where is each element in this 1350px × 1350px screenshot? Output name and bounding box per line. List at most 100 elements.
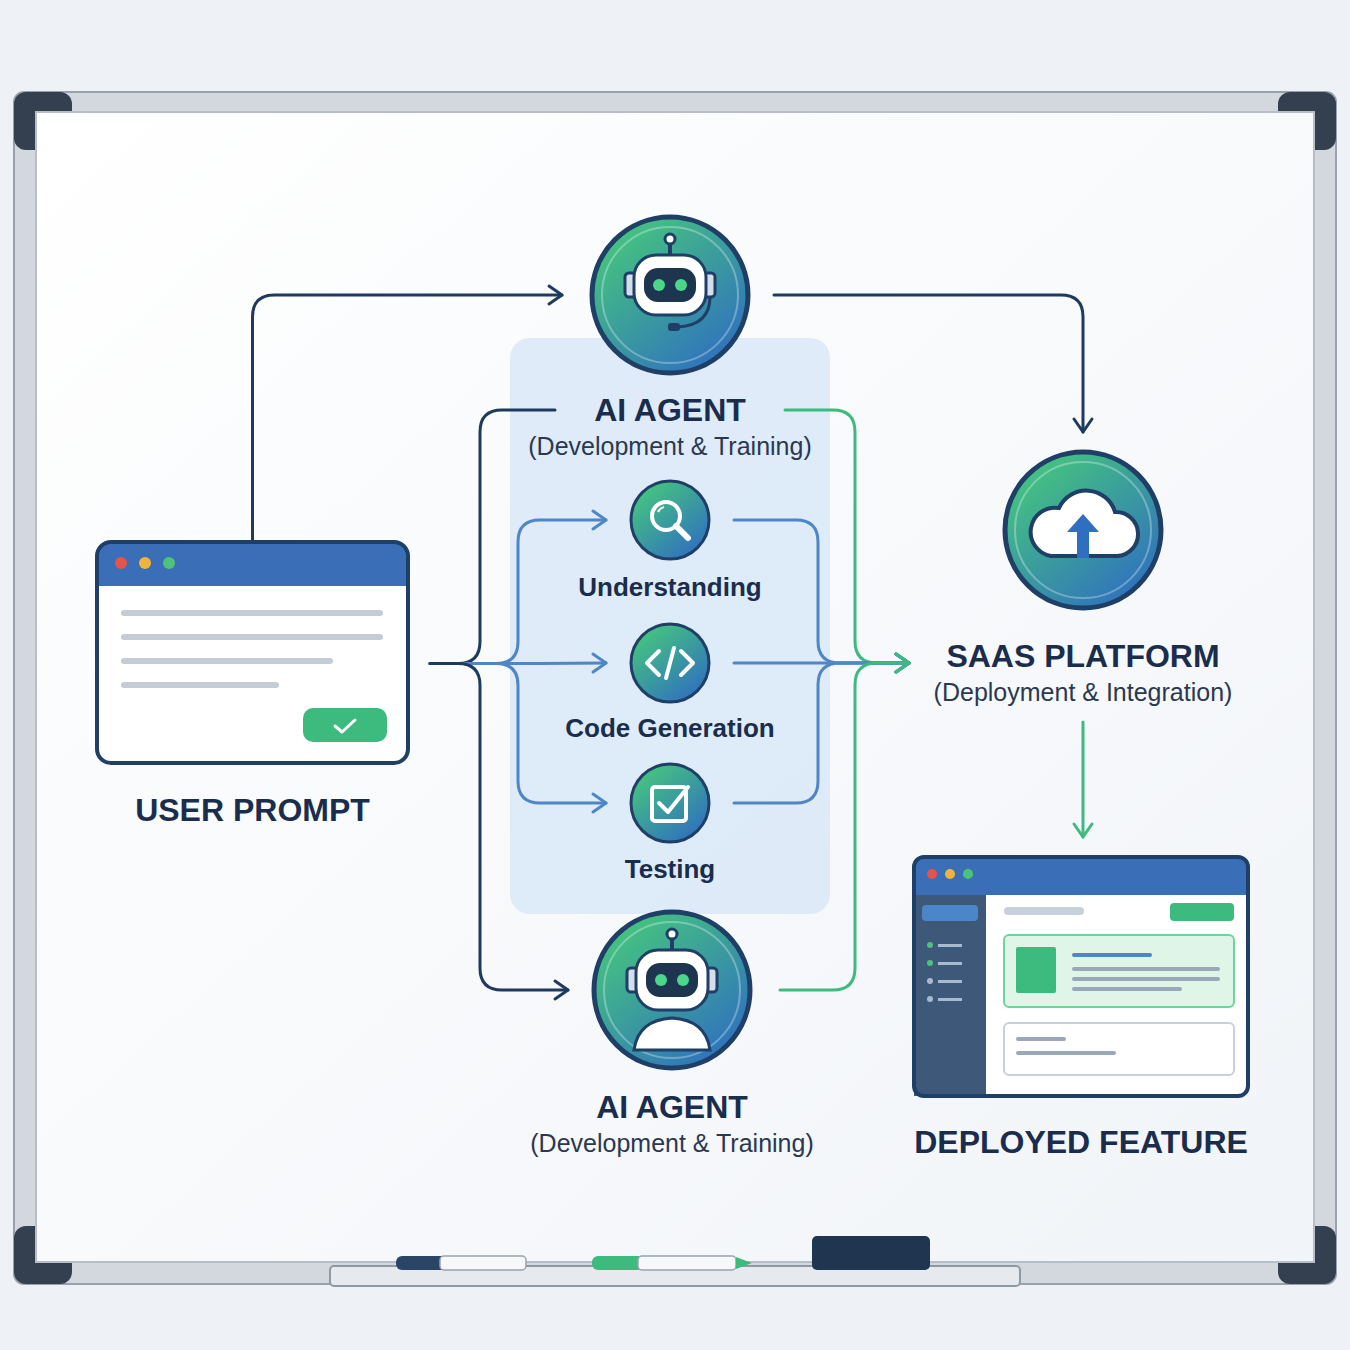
icon-shape <box>655 974 667 986</box>
connector-line <box>430 664 568 991</box>
icon-shape <box>631 764 709 842</box>
node-subtitle: (Deployment & Integration) <box>863 676 1303 708</box>
connector <box>774 295 1092 432</box>
icon-shape <box>1004 935 1234 1007</box>
marker-body <box>638 1256 736 1270</box>
connector <box>734 654 909 672</box>
node-caption: USER PROMPT <box>33 790 473 830</box>
icon-shape <box>677 974 689 986</box>
node-caption: Testing <box>520 853 820 885</box>
arrow-head <box>1074 419 1092 432</box>
arrow-head <box>896 654 909 672</box>
icon-shape <box>914 857 1248 1096</box>
board-frame <box>14 92 1336 1284</box>
node-box: USER PROMPT <box>95 540 410 765</box>
icon-shape <box>1072 967 1220 971</box>
icon-shape <box>644 268 696 302</box>
icon-shape <box>667 929 677 939</box>
arrow-head <box>896 654 909 672</box>
icon-shape <box>590 908 754 1072</box>
icon-shape <box>628 621 712 705</box>
icon-shape <box>588 213 752 377</box>
icon-shape <box>163 557 175 569</box>
icon-shape <box>97 542 408 763</box>
connector <box>253 286 563 540</box>
icon-shape <box>592 217 748 373</box>
icon-shape <box>335 720 355 732</box>
node-caption: SAAS PLATFORM(Deployment & Integration) <box>863 636 1303 708</box>
node-title: USER PROMPT <box>33 790 473 830</box>
node-box: Testing <box>628 761 712 845</box>
icon-shape <box>634 255 706 315</box>
node-box: Understanding <box>628 478 712 562</box>
icon-shape <box>665 234 675 244</box>
icon-shape <box>604 922 740 1058</box>
icon-shape <box>914 879 1248 895</box>
node-box: SAAS PLATFORM(Deployment & Integration) <box>1001 448 1165 612</box>
icon-shape <box>1004 907 1084 915</box>
icon-shape <box>668 323 680 331</box>
node-subtitle: (Development & Training) <box>450 430 890 462</box>
icon-shape <box>1004 1023 1234 1075</box>
icon-shape <box>678 297 710 327</box>
icon-shape <box>659 787 688 812</box>
arrow-head <box>896 654 909 672</box>
icon-shape <box>1015 462 1151 598</box>
icon-shape <box>647 648 693 678</box>
arrow-head <box>593 794 606 812</box>
node-caption: AI AGENT(Development & Training) <box>450 390 890 462</box>
icon-shape <box>1170 903 1234 921</box>
icon-shape <box>1016 1037 1066 1041</box>
icon-shape <box>628 761 712 845</box>
node-title: Code Generation <box>520 712 820 744</box>
icon-shape <box>1067 514 1099 558</box>
icon-shape <box>121 610 383 616</box>
icon-shape <box>653 279 665 291</box>
node-caption: Understanding <box>520 571 820 603</box>
board-surface <box>36 112 1314 1262</box>
node-title: Understanding <box>520 571 820 603</box>
icon-shape <box>1016 1051 1116 1055</box>
icon-shape <box>912 855 1250 1098</box>
node-title: SAAS PLATFORM <box>863 636 1303 676</box>
icon-shape <box>139 557 151 569</box>
arrow-head <box>549 286 562 304</box>
connector-line <box>774 295 1083 432</box>
arrow-head <box>1074 824 1092 837</box>
connector <box>1074 722 1092 837</box>
icon-shape <box>121 634 383 640</box>
icon-shape <box>914 857 1248 1096</box>
node-title: AI AGENT <box>450 390 890 430</box>
node-subtitle: (Development & Training) <box>452 1127 892 1159</box>
icon-shape <box>914 895 986 1096</box>
icon-shape <box>97 568 408 586</box>
marker-tip <box>736 1257 752 1269</box>
node-title: Testing <box>520 853 820 885</box>
icon-shape <box>115 557 127 569</box>
eraser <box>812 1236 930 1270</box>
icon-shape <box>675 279 687 291</box>
icon-shape <box>927 996 933 1002</box>
icon-shape <box>927 942 933 948</box>
icon-shape <box>95 540 410 765</box>
node-box: AI AGENT(Development & Training) <box>590 908 754 1072</box>
icon-shape <box>927 960 933 966</box>
icon-shape <box>97 542 408 586</box>
icon-shape <box>646 963 698 997</box>
node-caption: Code Generation <box>520 712 820 744</box>
icon-shape <box>938 980 962 983</box>
connector-line <box>253 295 563 540</box>
node-box: DEPLOYED FEATURE <box>912 855 1250 1098</box>
icon-shape <box>634 1018 710 1050</box>
icon-shape <box>927 869 937 879</box>
icon-shape <box>927 978 933 984</box>
icon-shape <box>914 857 1248 895</box>
icon-shape <box>628 478 712 562</box>
connector <box>430 654 606 672</box>
arrow-head <box>593 654 606 672</box>
icon-shape <box>1016 947 1056 993</box>
icon-shape <box>922 905 978 921</box>
icon-shape <box>938 998 962 1001</box>
